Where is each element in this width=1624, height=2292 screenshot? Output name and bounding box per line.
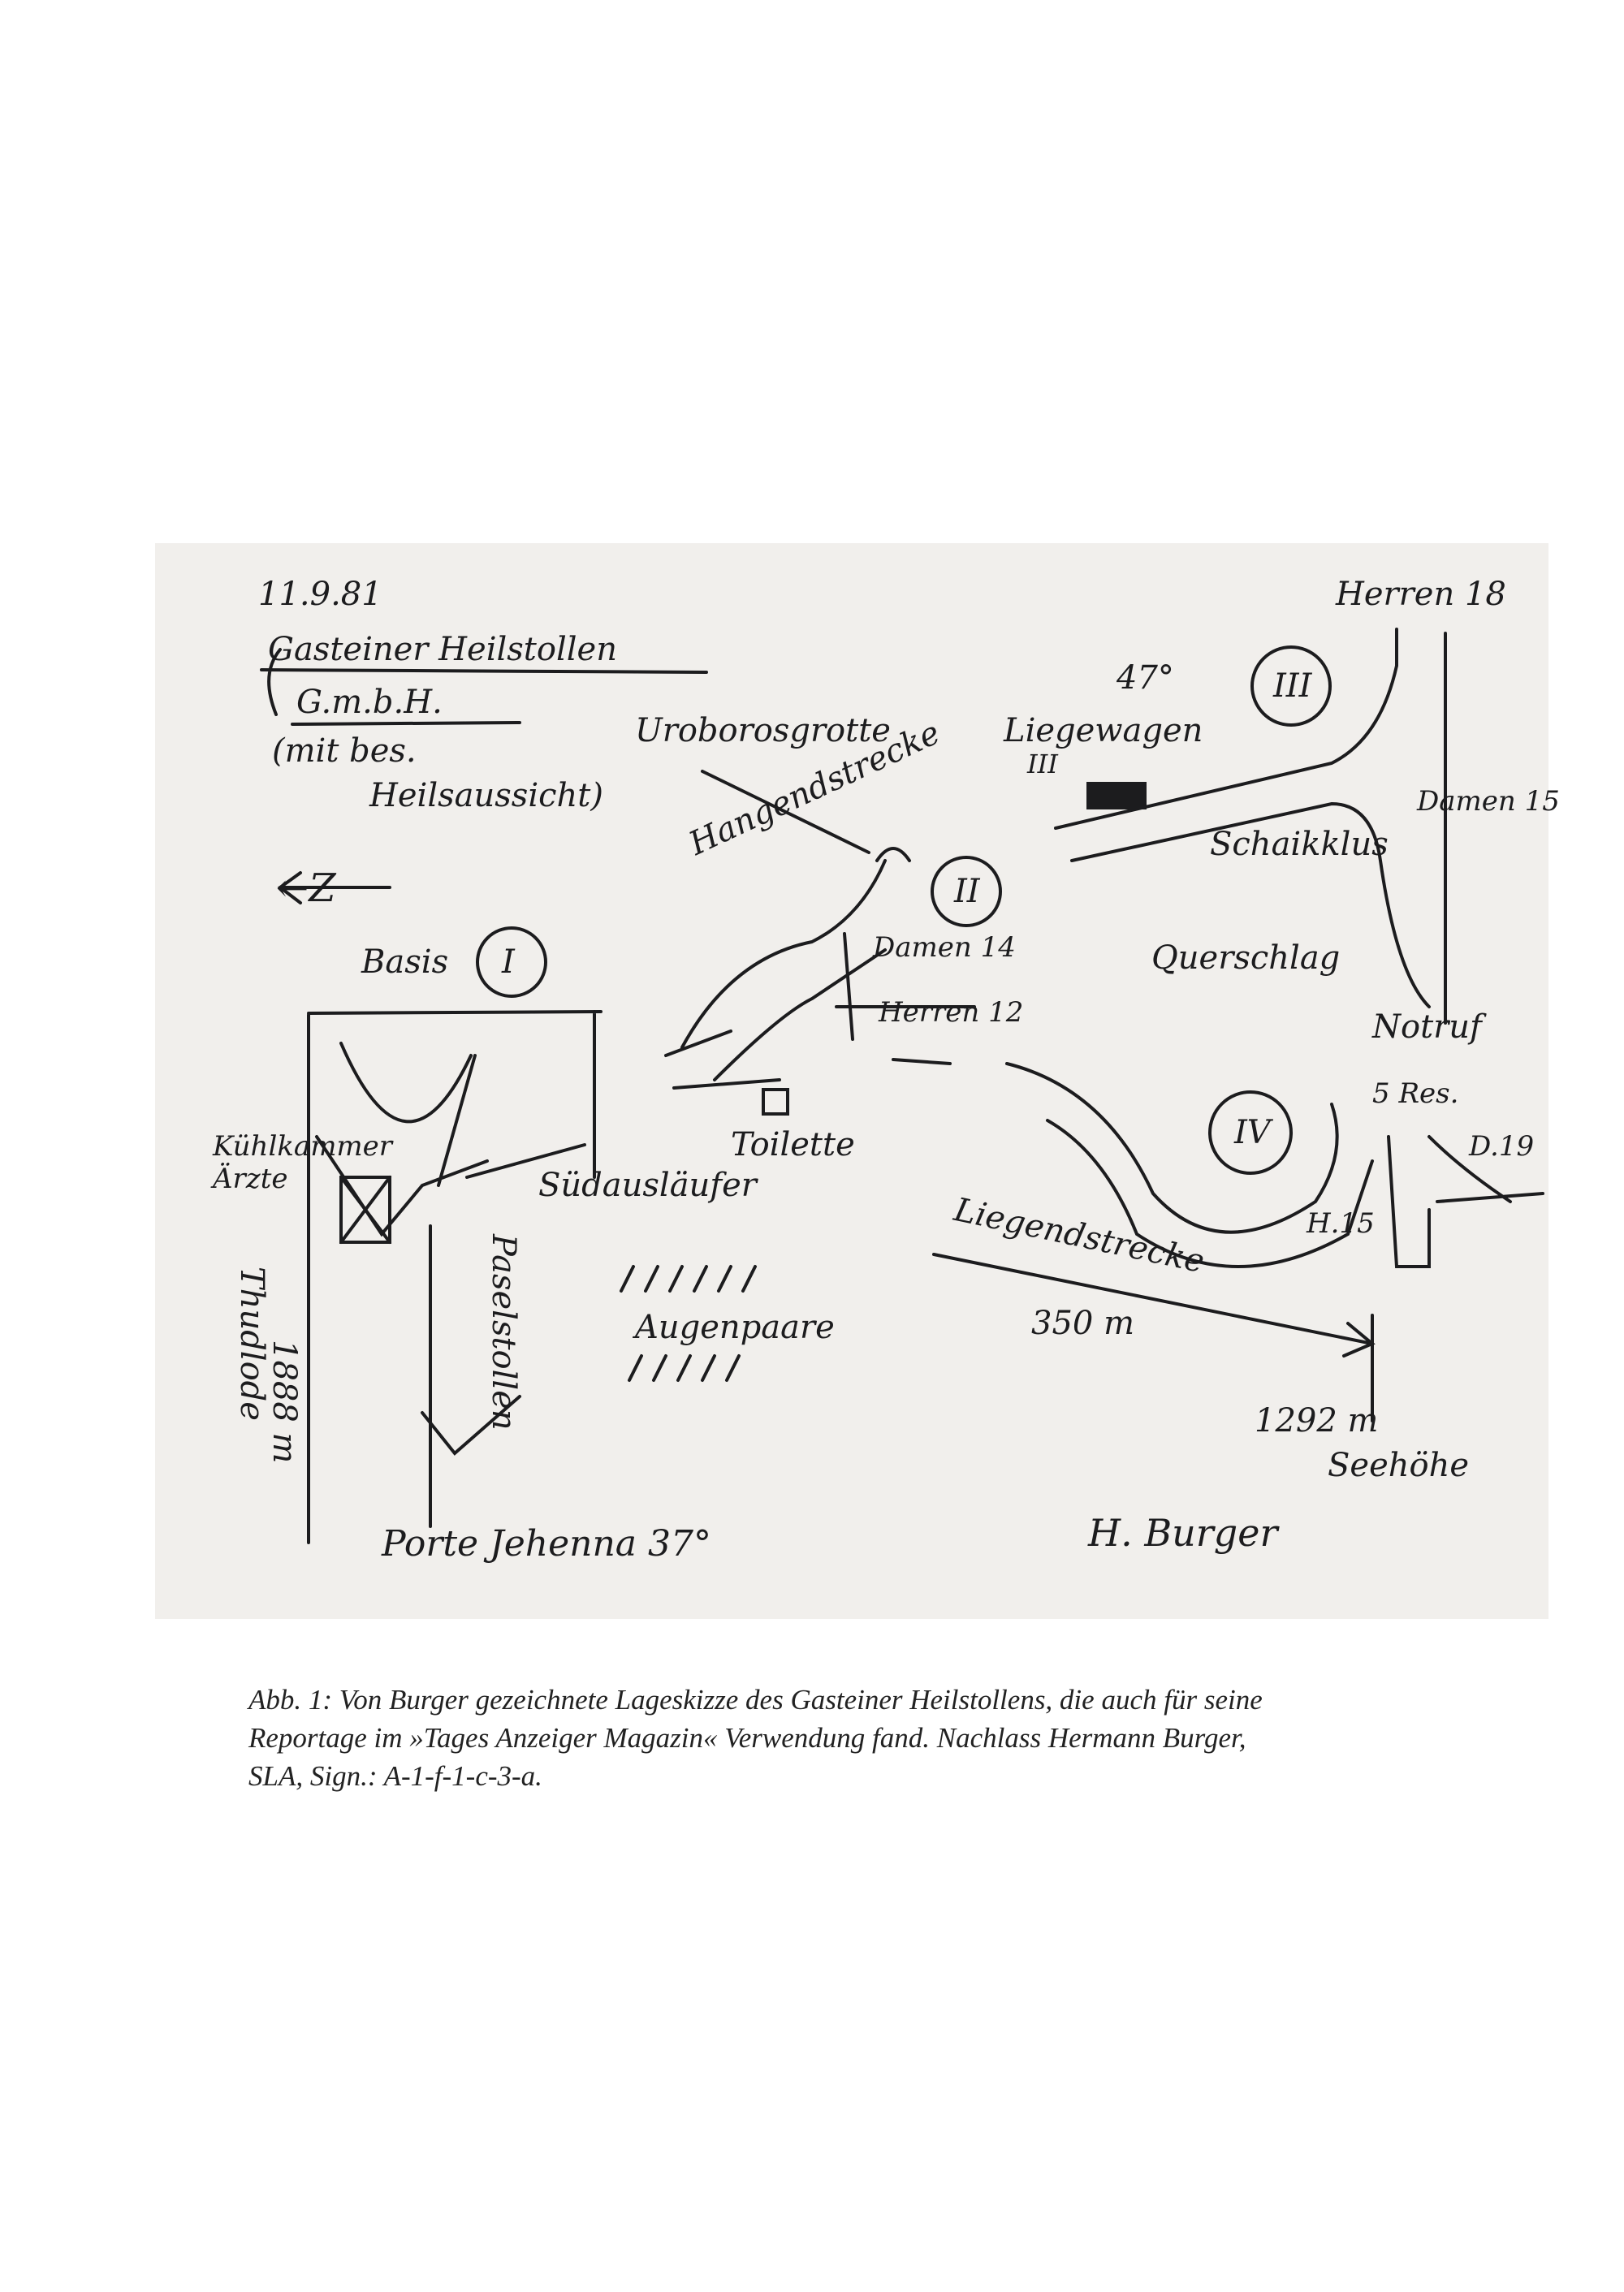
label-liegewagen-num: III (1027, 749, 1058, 779)
label-toilette: Toilette (731, 1126, 855, 1163)
title-underline (260, 648, 708, 726)
label-seehoehe: Seehöhe (1328, 1447, 1470, 1484)
augen-hatching (620, 1265, 757, 1382)
caption-line-1: Abb. 1: Von Burger gezeichnete Lageskizz… (248, 1684, 1263, 1716)
label-uroborosgrotte: Uroborosgrotte (635, 712, 891, 749)
label-station-1: I (502, 943, 515, 981)
label-paselstollen: Paselstollen (485, 1234, 522, 1431)
sketch-title: Gasteiner Heilstollen (268, 631, 617, 668)
north-arrow (277, 871, 391, 904)
north-label: ←Z (276, 865, 336, 911)
porte-path (421, 1395, 521, 1456)
label-station-4: IV (1234, 1114, 1271, 1151)
label-basis: Basis (361, 943, 449, 981)
label-suedauslaeufer: Südausläufer (538, 1167, 757, 1204)
sketch-subtitle-1: (mit bes. (272, 732, 417, 770)
label-temp-47: 47° (1116, 659, 1174, 697)
kuehlkammer-cross (339, 1176, 391, 1244)
figure-caption: Abb. 1: Von Burger gezeichnete Lageskizz… (248, 1681, 1434, 1795)
querschlag-tunnel (1054, 628, 1447, 1025)
signature: H. Burger (1088, 1511, 1278, 1555)
station-3-circle (1250, 645, 1332, 727)
tunnel-arrows (664, 932, 976, 1090)
distance-arrow (932, 1253, 1376, 1422)
label-damen-15: Damen 15 (1417, 785, 1560, 818)
station-1-circle (476, 926, 547, 998)
label-thudlode: Thudlode (233, 1267, 270, 1421)
toilette-box (762, 1088, 789, 1116)
label-querschlag: Querschlag (1151, 939, 1341, 977)
label-depth-1888: 1888 m (266, 1340, 303, 1464)
caption-line-3: SLA, Sign.: A-1-f-1-c-3-a. (248, 1760, 542, 1792)
hangendstrecke-tunnel (680, 847, 911, 1081)
label-kuehlkammer: Kühlkammer (213, 1130, 393, 1163)
label-altitude: 1292 m (1255, 1402, 1379, 1440)
sketch-date: 11.9.81 (258, 576, 382, 613)
caption-line-2: Reportage im »Tages Anzeiger Magazin« Ve… (248, 1722, 1246, 1754)
uroboros-pointer (701, 770, 870, 854)
label-augenpaare: Augenpaare (635, 1309, 835, 1346)
label-station-3: III (1273, 667, 1312, 705)
label-aerzte: Ärzte (213, 1163, 288, 1195)
label-h15: H.15 (1307, 1207, 1375, 1240)
label-porte-jehenna: Porte Jehenna 37° (382, 1523, 711, 1565)
label-herren-18: Herren 18 (1336, 576, 1506, 613)
lower-tunnel (1005, 1062, 1544, 1268)
label-distance-350: 350 m (1031, 1305, 1134, 1342)
sketch-title-gmbh: G.m.b.H. (296, 684, 443, 721)
liegewagen-box (1086, 782, 1147, 809)
label-liegewagen: Liegewagen (1004, 712, 1203, 749)
label-schaukelklus: Schaikklus (1210, 826, 1389, 863)
label-reserve: 5 Res. (1372, 1077, 1459, 1110)
station-4-circle (1208, 1090, 1293, 1175)
sketch-subtitle-2: Heilsaussicht) (369, 777, 603, 814)
label-d19: D.19 (1469, 1130, 1535, 1163)
label-damen-14: Damen 14 (873, 931, 1016, 964)
basis-room (307, 1010, 603, 1544)
label-station-2: II (954, 873, 980, 910)
label-notruf: Notruf (1372, 1008, 1482, 1046)
kuehlkammer-box (339, 1176, 391, 1244)
label-herren-12: Herren 12 (879, 996, 1024, 1029)
station-2-circle (931, 856, 1002, 927)
